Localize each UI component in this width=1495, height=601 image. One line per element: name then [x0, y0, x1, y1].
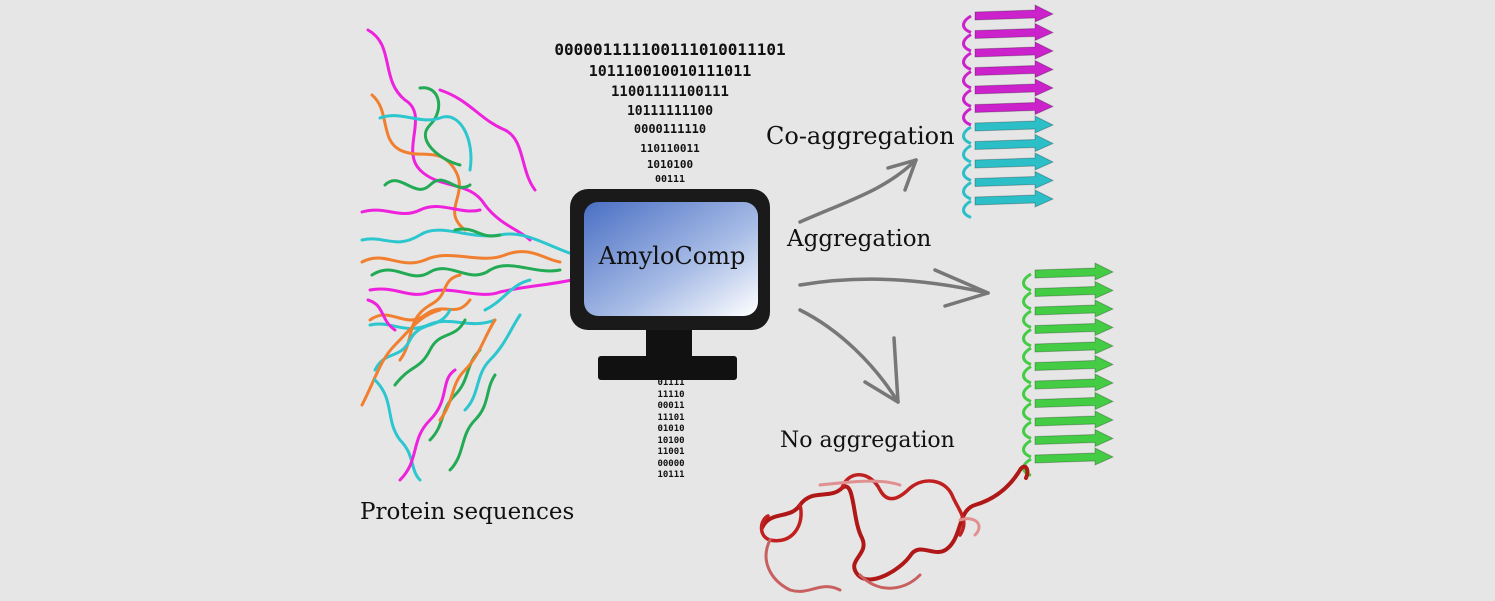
fibril-loop	[1022, 291, 1032, 311]
beta-strand	[1034, 373, 1115, 392]
fibril-loop	[962, 70, 972, 90]
protein-strand	[448, 373, 497, 472]
beta-strand	[974, 41, 1055, 60]
binary-line: 11001111100111	[610, 84, 729, 100]
protein-strand	[366, 28, 532, 242]
protein-strand	[360, 308, 442, 407]
protein-strand	[453, 227, 502, 238]
protein-strand	[360, 228, 577, 257]
monitor-screen-label: AmyloComp	[598, 242, 746, 270]
beta-strand	[974, 189, 1055, 208]
beta-strand	[1034, 447, 1115, 466]
binary-line: 1010100	[646, 158, 694, 171]
magenta-cyan-fibril-icon	[962, 4, 1055, 219]
protein-strand	[438, 88, 537, 192]
binary-line: 10111111100	[626, 104, 714, 119]
protein-strand	[370, 93, 467, 232]
beta-strand	[1034, 262, 1115, 281]
protein-strand	[360, 205, 482, 215]
label-protein-sequences: Protein sequences	[360, 499, 575, 525]
binary-line: 11110	[657, 389, 685, 400]
protein-strands-icon	[360, 28, 582, 482]
fibril-loop	[962, 88, 972, 108]
beta-strand	[974, 78, 1055, 97]
monitor-icon	[570, 189, 770, 380]
label-coaggregation: Co-aggregation	[766, 122, 955, 150]
binary-line: 01010	[657, 424, 685, 434]
arrow-no-aggregation	[798, 308, 900, 404]
green-fibril-icon	[1022, 262, 1115, 477]
beta-strand	[974, 133, 1055, 153]
label-aggregation: Aggregation	[787, 226, 932, 252]
fibril-loop	[962, 107, 972, 127]
fibril-loop	[1022, 420, 1032, 440]
binary-line: 101110010010111011	[588, 62, 752, 80]
protein-strand	[383, 178, 472, 191]
protein-strand	[373, 378, 422, 482]
disordered-coil-icon	[759, 464, 1030, 593]
binary-line: 11101	[657, 412, 685, 423]
binary-line: 000001111100111010011101	[554, 40, 786, 59]
protein-strand	[418, 86, 462, 167]
binary-line: 01111	[657, 378, 685, 388]
binary-line: 11001	[657, 447, 685, 457]
protein-strand	[368, 276, 582, 296]
beta-strand	[1034, 354, 1115, 374]
beta-strand	[1034, 428, 1115, 448]
beta-strand	[1034, 410, 1115, 429]
beta-strand	[974, 115, 1055, 134]
protein-strand	[463, 313, 522, 412]
beta-strand	[974, 170, 1055, 190]
beta-strand	[1034, 280, 1115, 300]
label-no-aggregation: No aggregation	[780, 428, 955, 453]
beta-strand	[1034, 317, 1115, 337]
arrow-aggregation	[798, 277, 990, 295]
beta-strand	[974, 152, 1055, 171]
protein-strand	[393, 318, 467, 387]
fibril-loop	[1022, 439, 1032, 459]
binary-line: 10100	[657, 435, 685, 446]
fibril-loop	[962, 144, 972, 164]
beta-strand	[1034, 336, 1115, 355]
fibril-loop	[1022, 328, 1032, 348]
fibril-loop	[962, 14, 972, 34]
fibril-loop	[962, 162, 972, 182]
binary-line: 0000111110	[633, 122, 707, 136]
arrow-coaggregation	[798, 158, 918, 224]
protein-strand	[438, 318, 497, 422]
fibril-loop	[1022, 346, 1032, 366]
protein-strand	[378, 114, 473, 172]
fibril-loop	[962, 33, 972, 53]
binary-line: 00011	[657, 401, 685, 411]
beta-strand	[1034, 299, 1115, 318]
fibril-loop	[1022, 309, 1032, 329]
protein-strand	[360, 250, 562, 265]
fibril-loop	[962, 199, 972, 219]
fibril-loop	[962, 125, 972, 145]
fibril-loop	[1022, 383, 1032, 403]
beta-strand	[974, 59, 1055, 79]
protein-strand	[398, 368, 457, 482]
protein-strand	[483, 278, 532, 312]
protein-strand	[370, 264, 562, 278]
beta-strand	[974, 96, 1055, 116]
beta-strand	[974, 22, 1055, 42]
beta-strand	[1034, 391, 1115, 411]
binary-line: 00111	[654, 174, 686, 185]
fibril-loop	[962, 51, 972, 71]
fibril-loop	[1022, 272, 1032, 292]
fibril-loop	[1022, 365, 1032, 385]
fibril-loop	[962, 181, 972, 201]
binary-line: 110110011	[640, 142, 700, 155]
beta-strand	[974, 4, 1055, 23]
binary-line: 00000	[657, 458, 685, 469]
fibril-loop	[1022, 402, 1032, 422]
binary-line: 10111	[657, 470, 685, 480]
protein-strand	[366, 298, 397, 332]
arrows	[798, 158, 990, 404]
